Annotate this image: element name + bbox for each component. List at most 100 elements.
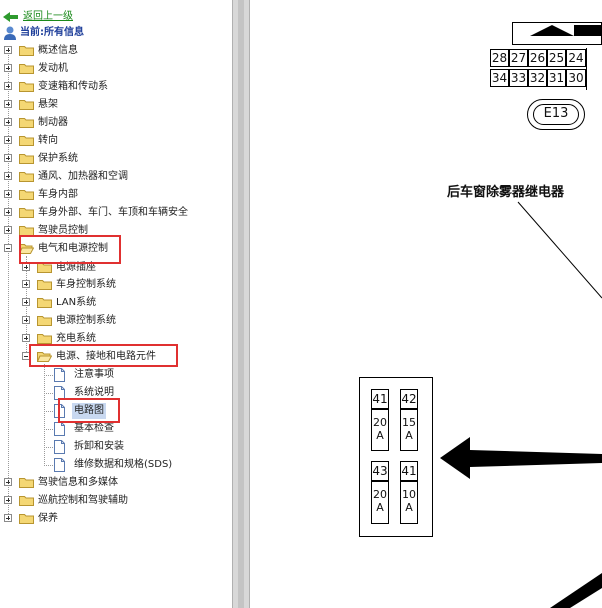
connector-pin: 26: [528, 49, 547, 67]
connector-id-outer-ring: [527, 99, 585, 130]
fuse-number: 41: [400, 461, 418, 481]
tree-item-label: 拆卸和安装: [74, 441, 124, 452]
tree-item-label: 电路图: [72, 403, 106, 419]
expand-toggle-icon[interactable]: [4, 64, 12, 72]
expand-toggle-icon[interactable]: [22, 298, 30, 306]
document-icon: [54, 458, 65, 472]
user-icon: [4, 26, 16, 40]
connector-pin: 28: [490, 49, 509, 67]
folder-icon: [19, 172, 34, 182]
fuse-rating: 10 A: [400, 481, 418, 524]
tree-item-label: LAN系统: [56, 297, 97, 308]
tree-item-label: 电源插座: [56, 262, 96, 273]
folder-icon: [19, 190, 34, 200]
connector-pin: 33: [509, 69, 528, 87]
folder-icon: [19, 100, 34, 110]
fuse-rating-value: 20: [373, 416, 387, 429]
tree-item-label: 车身外部、车门、车顶和车辆安全: [38, 207, 188, 218]
tree-item-label: 驾驶信息和多媒体: [38, 477, 118, 488]
folder-icon: [37, 334, 52, 344]
tree-item-label: 通风、加热器和空调: [38, 171, 128, 182]
back-link[interactable]: 返回上一级: [23, 11, 73, 22]
connector-pin: 34: [490, 69, 509, 87]
open-folder-icon: [37, 352, 52, 362]
expand-toggle-icon[interactable]: [4, 496, 12, 504]
expand-toggle-icon[interactable]: [4, 172, 12, 180]
expand-toggle-icon[interactable]: [4, 208, 12, 216]
folder-icon: [37, 316, 52, 326]
connector-pin: 32: [528, 69, 547, 87]
connector-pin: 25: [547, 49, 566, 67]
tree-item-label: 基本检查: [74, 423, 114, 434]
document-icon: [54, 440, 65, 454]
tree-item-label: 变速箱和传动系: [38, 81, 108, 92]
splitter-grip[interactable]: [238, 0, 244, 608]
folder-icon: [19, 64, 34, 74]
expand-toggle-icon[interactable]: [22, 280, 30, 288]
expand-toggle-icon[interactable]: [4, 226, 12, 234]
tree-guide-line: [26, 256, 27, 356]
tree-item-label: 电源控制系统: [56, 315, 116, 326]
back-arrow-icon: [3, 12, 18, 22]
tree-guide-line: [44, 447, 53, 448]
folder-icon: [19, 514, 34, 524]
folder-icon: [19, 118, 34, 128]
expand-toggle-icon[interactable]: [4, 478, 12, 486]
expand-toggle-icon[interactable]: [4, 100, 12, 108]
tree-item-label: 维修数据和规格(SDS): [74, 459, 173, 470]
expand-toggle-icon[interactable]: [4, 46, 12, 54]
fuse-rating: 20 A: [371, 409, 389, 451]
tree-guide-line: [44, 429, 53, 430]
tree-item-label: 电气和电源控制: [38, 243, 108, 254]
tree-item-label: 概述信息: [38, 45, 78, 56]
leader-line: [517, 201, 602, 299]
fuse-rating-value: 20: [373, 488, 387, 501]
connector-pin: 30: [566, 69, 586, 87]
expand-toggle-icon[interactable]: [4, 82, 12, 90]
expand-toggle-icon[interactable]: [4, 514, 12, 522]
expand-toggle-icon[interactable]: [22, 334, 30, 342]
fuse-rating-unit: A: [405, 429, 413, 442]
tree-guide-line: [8, 48, 9, 520]
fuse-number: 41: [371, 389, 389, 409]
wiring-diagram-panel: 28 27 26 25 24 34 33 32 31 30 E13 后车窗除雾器…: [250, 0, 602, 608]
fuse-rating-unit: A: [376, 501, 384, 514]
folder-icon: [19, 136, 34, 146]
connector-id-label: E13: [533, 104, 579, 125]
open-folder-icon: [19, 244, 34, 254]
fuse-number: 42: [400, 389, 418, 409]
tree-item-label: 制动器: [38, 117, 68, 128]
expand-toggle-icon[interactable]: [22, 263, 30, 271]
tree-item-label: 保养: [38, 513, 58, 524]
diagram-fragment: [550, 573, 602, 608]
fuse-block: [359, 377, 433, 537]
document-icon: [54, 368, 65, 382]
tree-item-label: 保护系统: [38, 153, 78, 164]
tree-guide-line: [44, 465, 53, 466]
tree-guide-line: [44, 411, 53, 412]
tree-item-label: 充电系统: [56, 333, 96, 344]
expand-toggle-icon[interactable]: [22, 316, 30, 324]
folder-icon: [19, 82, 34, 92]
tree-item-label: 悬架: [38, 99, 58, 110]
tree-guide-line: [44, 375, 53, 376]
pointer-arrow-icon: [440, 437, 602, 479]
expand-toggle-icon[interactable]: [4, 190, 12, 198]
panel-splitter[interactable]: [232, 0, 250, 608]
collapse-toggle-icon[interactable]: [4, 244, 12, 252]
fuse-rating-value: 15: [402, 416, 416, 429]
folder-icon: [19, 46, 34, 56]
tree-item-label: 驾驶员控制: [38, 225, 88, 236]
connector-pin: 31: [547, 69, 566, 87]
tree-item-label: 系统说明: [74, 387, 114, 398]
fuse-number: 43: [371, 461, 389, 481]
document-icon: [54, 386, 65, 400]
fuse-rating: 20 A: [371, 481, 389, 524]
expand-toggle-icon[interactable]: [4, 118, 12, 126]
connector-pin: 27: [509, 49, 528, 67]
expand-toggle-icon[interactable]: [4, 136, 12, 144]
tree-item-label: 车身内部: [38, 189, 78, 200]
connector-pin: 24: [566, 49, 586, 67]
expand-toggle-icon[interactable]: [4, 154, 12, 162]
fuse-rating-unit: A: [405, 501, 413, 514]
